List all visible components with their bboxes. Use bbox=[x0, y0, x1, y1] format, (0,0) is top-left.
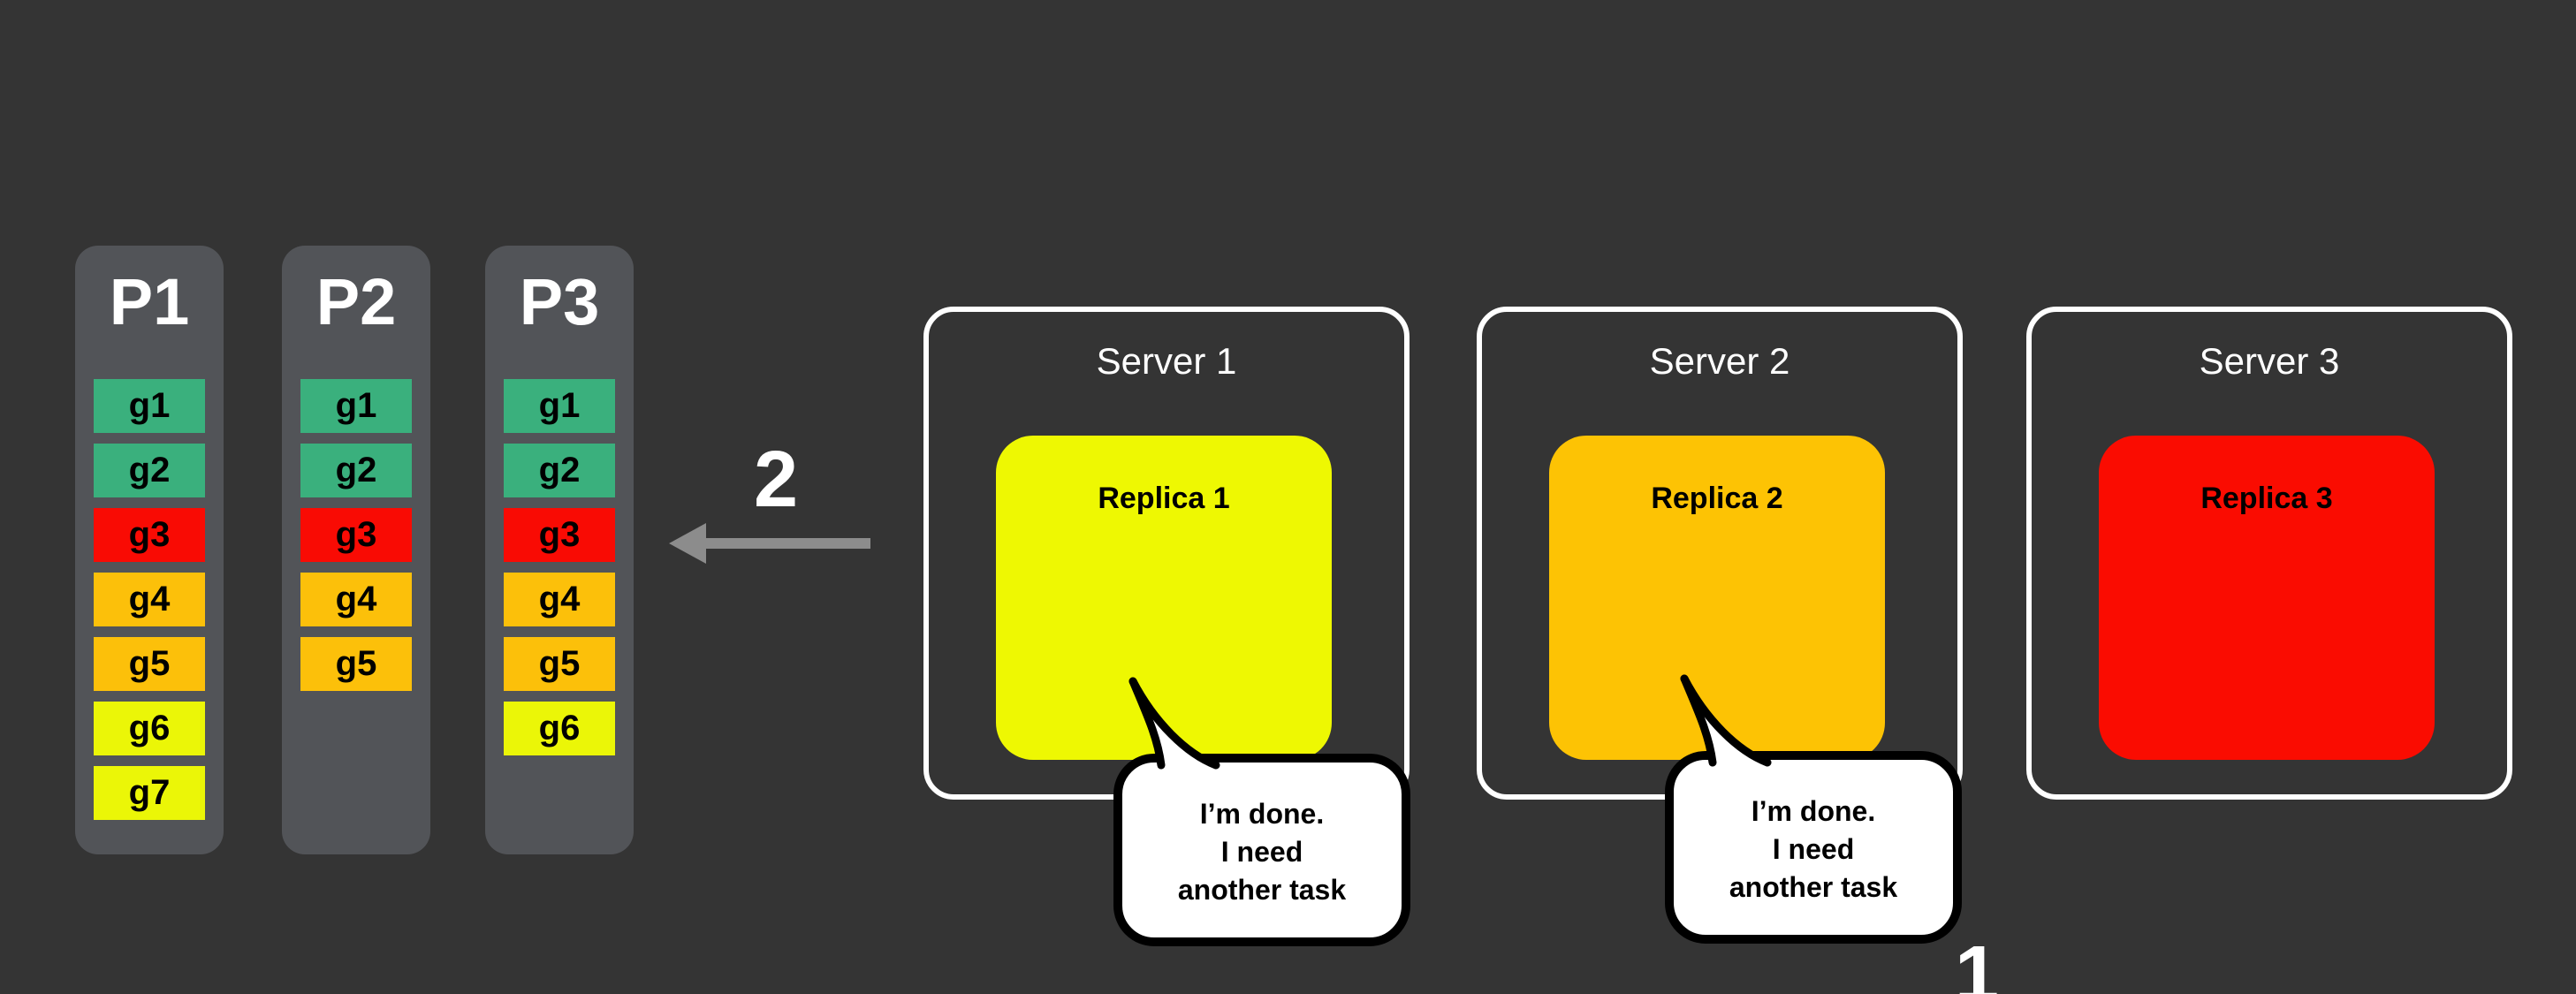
speech-bubble-text: I’m done. I need another task bbox=[1178, 792, 1346, 909]
task-chip: g3 bbox=[300, 508, 412, 562]
task-chip: g5 bbox=[504, 637, 615, 691]
partition-p1: P1 g1 g2 g3 g4 g5 g6 g7 bbox=[75, 246, 224, 854]
step-2-label: 2 bbox=[753, 436, 799, 524]
replica-3-box: Replica 3 bbox=[2099, 436, 2435, 760]
partition-p2-chips: g1 g2 g3 g4 g5 bbox=[282, 379, 430, 691]
partition-p3: P3 g1 g2 g3 g4 g5 g6 bbox=[485, 246, 634, 854]
task-chip: g1 bbox=[504, 379, 615, 433]
server-3-title: Server 3 bbox=[2199, 340, 2340, 382]
task-chip: g3 bbox=[94, 508, 205, 562]
server-1-title: Server 1 bbox=[1096, 340, 1237, 382]
task-chip: g2 bbox=[300, 444, 412, 497]
task-chip: g5 bbox=[94, 637, 205, 691]
task-chip: g3 bbox=[504, 508, 615, 562]
speech-bubble-text: I’m done. I need another task bbox=[1729, 789, 1897, 907]
partition-p1-chips: g1 g2 g3 g4 g5 g6 g7 bbox=[75, 379, 224, 820]
speech-line: I’m done. bbox=[1751, 794, 1876, 827]
task-chip: g1 bbox=[300, 379, 412, 433]
task-chip: g2 bbox=[94, 444, 205, 497]
task-chip: g6 bbox=[94, 702, 205, 755]
partition-p2-title: P2 bbox=[315, 265, 397, 338]
speech-line: I need bbox=[1772, 832, 1855, 865]
pull-arrow-head-icon bbox=[669, 523, 706, 564]
task-chip: g5 bbox=[300, 637, 412, 691]
task-chip: g7 bbox=[94, 766, 205, 820]
speech-line: another task bbox=[1729, 870, 1898, 903]
speech-bubble-replica-2: I’m done. I need another task bbox=[1665, 674, 1962, 944]
task-chip: g4 bbox=[300, 573, 412, 626]
speech-line: I need bbox=[1220, 835, 1303, 868]
speech-bubble-tail-icon bbox=[1128, 677, 1220, 771]
replica-1-box: Replica 1 bbox=[996, 436, 1332, 760]
partition-p3-title: P3 bbox=[519, 265, 600, 338]
server-1-box: Server 1 Replica 1 bbox=[923, 307, 1410, 800]
replica-1-title: Replica 1 bbox=[1098, 482, 1230, 515]
task-chip: g6 bbox=[504, 702, 615, 755]
step-1-label: 1 bbox=[1955, 930, 2000, 994]
replica-2-title: Replica 2 bbox=[1651, 482, 1783, 515]
replica-3-title: Replica 3 bbox=[2200, 482, 2333, 515]
speech-line: another task bbox=[1177, 873, 1347, 906]
task-chip: g4 bbox=[94, 573, 205, 626]
speech-line: I’m done. bbox=[1199, 797, 1325, 830]
task-chip: g1 bbox=[94, 379, 205, 433]
pull-arrow-line bbox=[703, 538, 870, 549]
server-3-box: Server 3 Replica 3 bbox=[2026, 307, 2512, 800]
task-chip: g4 bbox=[504, 573, 615, 626]
task-chip: g2 bbox=[504, 444, 615, 497]
speech-bubble-replica-1: I’m done. I need another task bbox=[1113, 677, 1410, 946]
partition-p3-chips: g1 g2 g3 g4 g5 g6 bbox=[485, 379, 634, 755]
speech-bubble-tail-icon bbox=[1680, 674, 1772, 769]
partition-p1-title: P1 bbox=[109, 265, 190, 338]
replica-2-box: Replica 2 bbox=[1549, 436, 1885, 760]
server-2-title: Server 2 bbox=[1649, 340, 1790, 382]
partition-p2: P2 g1 g2 g3 g4 g5 bbox=[282, 246, 430, 854]
